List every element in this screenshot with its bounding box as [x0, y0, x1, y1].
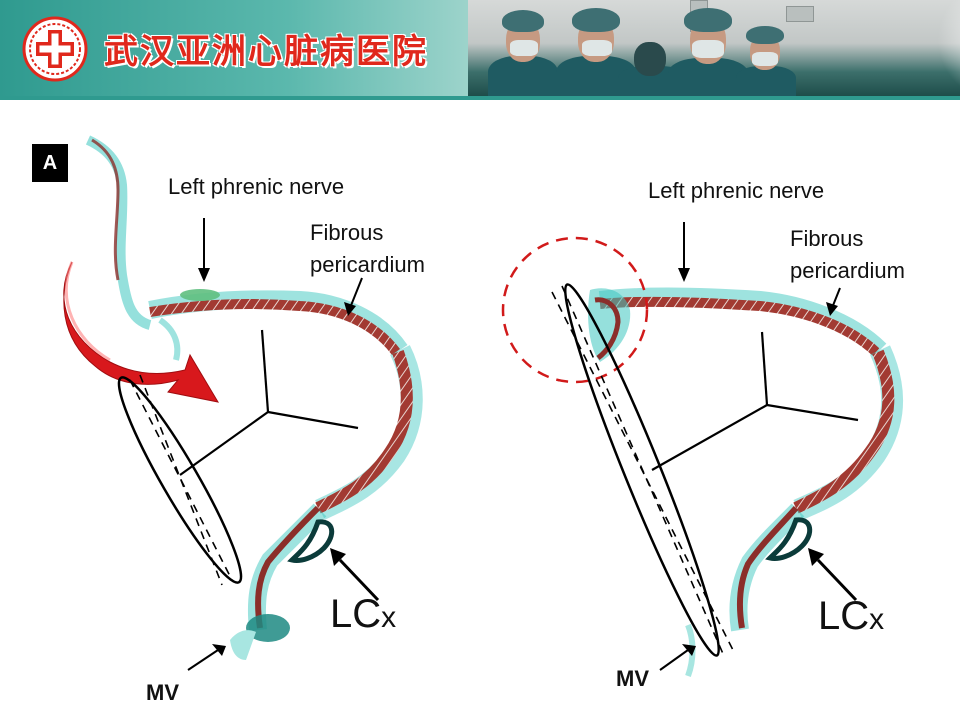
right-lcx-tail: x — [869, 603, 885, 636]
red-curved-arrow — [63, 261, 220, 403]
left-lcx-label: LCx — [330, 592, 396, 637]
right-lcx-label: LCx — [818, 594, 884, 639]
left-pointer-arrows — [187, 218, 380, 671]
right-lcx-main: LC — [818, 594, 870, 638]
left-axis-lines — [179, 329, 359, 476]
right-mv-label: MV — [616, 666, 649, 691]
left-pericardium-label: pericardium — [310, 252, 425, 277]
right-fibrous-label: Fibrous — [790, 226, 864, 251]
right-pericardium-label: pericardium — [790, 258, 905, 283]
surgery-photo — [468, 0, 960, 96]
surgeon-figure — [668, 4, 748, 96]
hospital-logo-icon — [22, 16, 88, 82]
surgeon-figure — [556, 0, 636, 96]
header-banner: 武汉亚洲心脏病医院 — [0, 0, 960, 96]
hospital-title: 武汉亚洲心脏病医院 — [104, 32, 428, 72]
right-axis-lines — [651, 331, 859, 471]
surgeon-figure — [736, 26, 796, 96]
panel-label: A — [32, 144, 68, 182]
right-phrenic-nerve-label: Left phrenic nerve — [648, 178, 825, 203]
left-fibrous-label: Fibrous — [310, 220, 384, 245]
ceiling-lamp — [786, 6, 814, 22]
left-mv-label: MV — [146, 680, 179, 705]
red-dashed-circle — [501, 236, 649, 384]
left-needle-ellipse — [117, 374, 243, 586]
surgeon-figure — [488, 6, 558, 96]
right-tissue-section — [588, 287, 904, 678]
header-divider — [0, 96, 960, 100]
left-lcx-main: LC — [330, 592, 382, 636]
left-tissue-section — [85, 135, 423, 660]
right-needle-ellipse — [551, 283, 735, 657]
left-lcx-tail: x — [381, 601, 397, 634]
right-pointer-arrows — [659, 222, 858, 671]
left-phrenic-nerve-label: Left phrenic nerve — [168, 174, 345, 199]
